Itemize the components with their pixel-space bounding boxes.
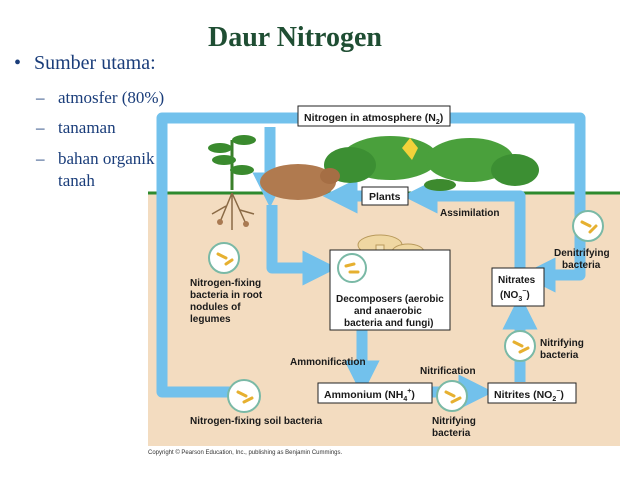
diagram-labels: Assimilation Denitrifying bacteria Nitro… (190, 208, 610, 439)
sub-item-marker: – (36, 149, 45, 168)
bacteria-icons (208, 210, 604, 413)
cycle-arrows (156, 112, 586, 410)
copyright-text: Copyright © Pearson Education, Inc., pub… (148, 449, 343, 456)
nitrites-box (487, 382, 577, 404)
legume-plant (208, 135, 256, 230)
sub-item-text-continued: tanah (58, 171, 95, 190)
decomposers-line-2: and anaerobic (354, 306, 422, 317)
mole-illustration (260, 164, 340, 200)
ammonium-box (317, 382, 433, 404)
nitrates-line-2: (NO3−) (500, 288, 530, 303)
decomposers-line-1: Decomposers (aerobic (336, 294, 444, 305)
arrow-left-loop (156, 112, 298, 398)
sub-item-marker: – (36, 118, 45, 137)
root-bacteria-label-1: Nitrogen-fixing (190, 278, 261, 289)
bacteria-rods (216, 220, 598, 404)
sub-item-text: tanaman (58, 118, 116, 137)
denitrifying-label-1: Denitrifying (554, 248, 610, 259)
arrow-roots-to-decomposers (266, 205, 338, 286)
nitrites-label: Nitrites (NO2−) (494, 388, 564, 403)
plants-label: Plants (369, 191, 401, 203)
bacteria-icon-decomposers (337, 253, 367, 283)
nitrates-line-1: Nitrates (498, 275, 536, 286)
soil-bacteria-label: Nitrogen-fixing soil bacteria (190, 416, 323, 427)
ammonium-label: Ammonium (NH4+) (324, 388, 415, 403)
root-bacteria-label-4: legumes (190, 314, 231, 325)
decomposers-line-3: bacteria and fungi) (344, 318, 433, 329)
root-bacteria-label-3: nodules of (190, 302, 241, 313)
bullet-text: Sumber utama: (34, 52, 156, 74)
ammonification-label: Ammonification (290, 357, 366, 368)
nitrification-label: Nitrification (420, 366, 476, 377)
nitrifying-right-label-2: bacteria (540, 350, 579, 361)
atmosphere-label: Nitrogen in atmosphere (N2) (304, 112, 443, 126)
slide-title: Daur Nitrogen (208, 22, 382, 53)
denitrifying-label-2: bacteria (562, 260, 601, 271)
arrow-assimilation (402, 178, 526, 268)
sub-item-marker: – (36, 88, 45, 107)
nitrifying-bottom-label-1: Nitrifying (432, 416, 476, 427)
bullet-marker: • (14, 52, 22, 74)
nitrates-box (491, 267, 545, 307)
plant-illustration (324, 136, 539, 191)
nitrifying-bottom-label-2: bacteria (432, 428, 471, 439)
atmosphere-box (297, 105, 451, 127)
nitrifying-right-label-1: Nitrifying (540, 338, 584, 349)
root-bacteria-label-2: bacteria in root (190, 290, 263, 301)
plants-box (361, 186, 409, 206)
sub-item-text: atmosfer (80%) (58, 88, 165, 107)
sub-item-text: bahan organik (58, 149, 155, 168)
arrow-right-loop (440, 112, 586, 293)
assimilation-label: Assimilation (440, 208, 499, 219)
